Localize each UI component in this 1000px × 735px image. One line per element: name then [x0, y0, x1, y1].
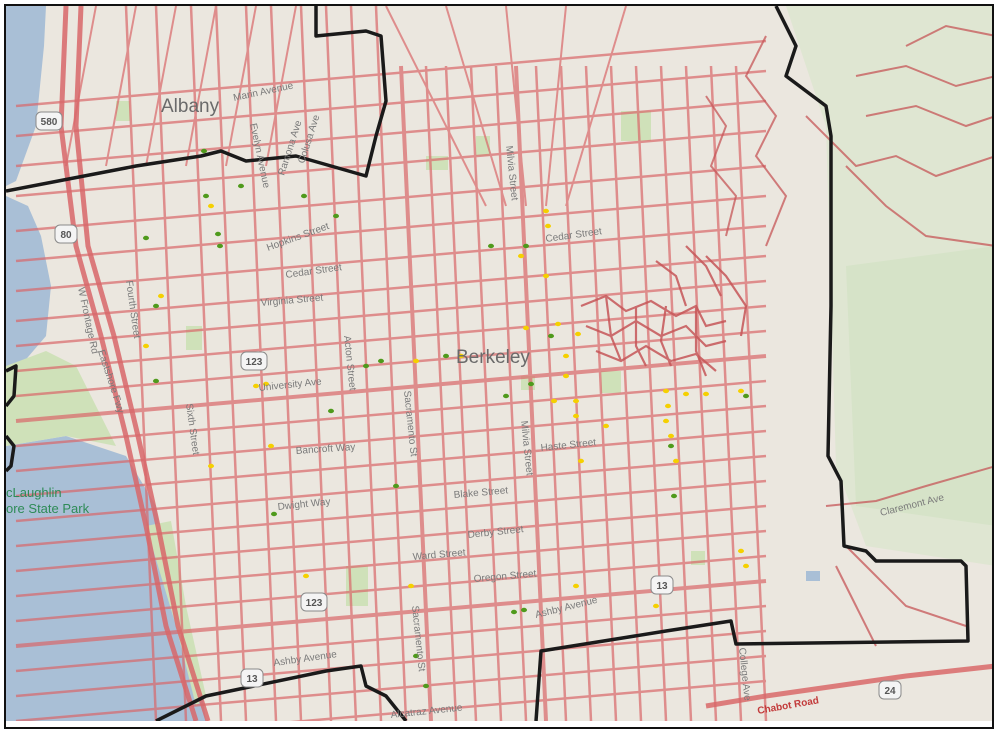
- svg-text:80: 80: [60, 230, 72, 241]
- yellow-point: [458, 353, 464, 359]
- green-point: [363, 363, 369, 369]
- svg-text:580: 580: [41, 117, 58, 128]
- yellow-point: [738, 388, 744, 394]
- green-point: [215, 231, 221, 237]
- city-boundary: [6, 6, 970, 721]
- green-point: [201, 148, 207, 154]
- shield-80: 80: [54, 224, 78, 244]
- yellow-point: [703, 391, 709, 397]
- campus-paths: [580, 245, 748, 377]
- green-point: [548, 333, 554, 339]
- highway-shields: 580 80 123 123 13 13 24: [35, 111, 902, 700]
- bay-water-middle: [6, 196, 51, 376]
- yellow-point: [518, 253, 524, 259]
- yellow-point: [668, 433, 674, 439]
- green-point: [523, 243, 529, 249]
- yellow-point: [303, 573, 309, 579]
- yellow-point: [743, 563, 749, 569]
- yellow-point: [663, 388, 669, 394]
- green-point: [521, 607, 527, 613]
- green-point: [217, 243, 223, 249]
- green-point: [333, 213, 339, 219]
- green-point: [743, 393, 749, 399]
- street-label-oregon: Oregon Street: [473, 569, 537, 585]
- green-point: [488, 243, 494, 249]
- hills-park: [846, 246, 992, 526]
- city-label-berkeley: Berkeley: [456, 347, 530, 368]
- street-label-ward: Ward Street: [412, 547, 466, 563]
- yellow-point: [551, 398, 557, 404]
- green-point: [328, 408, 334, 414]
- green-point: [153, 303, 159, 309]
- green-point: [503, 393, 509, 399]
- yellow-point: [543, 208, 549, 214]
- shoreline-park: [6, 351, 116, 446]
- yellow-point: [208, 203, 214, 209]
- yellow-point: [268, 443, 274, 449]
- yellow-point: [575, 331, 581, 337]
- shield-24: 24: [878, 680, 902, 700]
- green-point: [443, 353, 449, 359]
- yellow-point: [158, 293, 164, 299]
- yellow-point: [263, 381, 269, 387]
- shield-123-north: 123: [240, 351, 268, 371]
- svg-text:24: 24: [884, 686, 896, 697]
- yellow-point: [738, 548, 744, 554]
- yellow-point: [408, 583, 414, 589]
- shield-580: 580: [35, 111, 63, 131]
- yellow-point: [573, 413, 579, 419]
- map-frame: 580 80 123 123 13 13 24 Albany Berkeley: [4, 4, 994, 729]
- yellow-point: [413, 358, 419, 364]
- green-point: [143, 235, 149, 241]
- yellow-point: [603, 423, 609, 429]
- yellow-point: [143, 343, 149, 349]
- berkeley-street-map[interactable]: 580 80 123 123 13 13 24 Albany Berkeley: [6, 6, 994, 721]
- yellow-point: [543, 273, 549, 279]
- street-label-blake: Blake Street: [453, 485, 508, 501]
- yellow-point: [563, 353, 569, 359]
- green-point: [413, 653, 419, 659]
- svg-text:13: 13: [656, 581, 668, 592]
- green-point: [378, 358, 384, 364]
- yellow-point: [665, 403, 671, 409]
- shield-13-east: 13: [650, 575, 674, 595]
- green-point: [528, 381, 534, 387]
- yellow-point: [563, 373, 569, 379]
- shield-123-south: 123: [300, 592, 328, 612]
- yellow-point: [573, 398, 579, 404]
- yellow-point: [673, 458, 679, 464]
- yellow-point: [208, 463, 214, 469]
- yellow-point: [555, 321, 561, 327]
- green-point: [423, 683, 429, 689]
- yellow-point: [523, 325, 529, 331]
- green-point: [203, 193, 209, 199]
- street-network: [15, 6, 768, 721]
- data-points: [143, 148, 749, 689]
- green-point: [301, 193, 307, 199]
- green-point: [153, 378, 159, 384]
- park-label-line2: ore State Park: [6, 501, 90, 516]
- svg-text:123: 123: [306, 598, 323, 609]
- green-point: [511, 609, 517, 615]
- green-point: [668, 443, 674, 449]
- shield-13-west: 13: [240, 668, 264, 688]
- city-label-albany: Albany: [161, 96, 220, 117]
- street-label-bancroft: Bancroft Way: [295, 442, 355, 457]
- yellow-point: [653, 603, 659, 609]
- yellow-point: [573, 583, 579, 589]
- green-point: [271, 511, 277, 517]
- yellow-point: [253, 383, 259, 389]
- park-label-line1: cLaughlin: [6, 485, 62, 500]
- yellow-point: [663, 418, 669, 424]
- bay-water-north: [6, 6, 46, 186]
- svg-text:13: 13: [246, 674, 258, 685]
- yellow-point: [545, 223, 551, 229]
- yellow-point: [683, 391, 689, 397]
- green-point: [671, 493, 677, 499]
- green-point: [393, 483, 399, 489]
- street-label-virginia: Virginia Street: [260, 293, 324, 309]
- green-point: [238, 183, 244, 189]
- svg-text:123: 123: [246, 357, 263, 368]
- yellow-point: [578, 458, 584, 464]
